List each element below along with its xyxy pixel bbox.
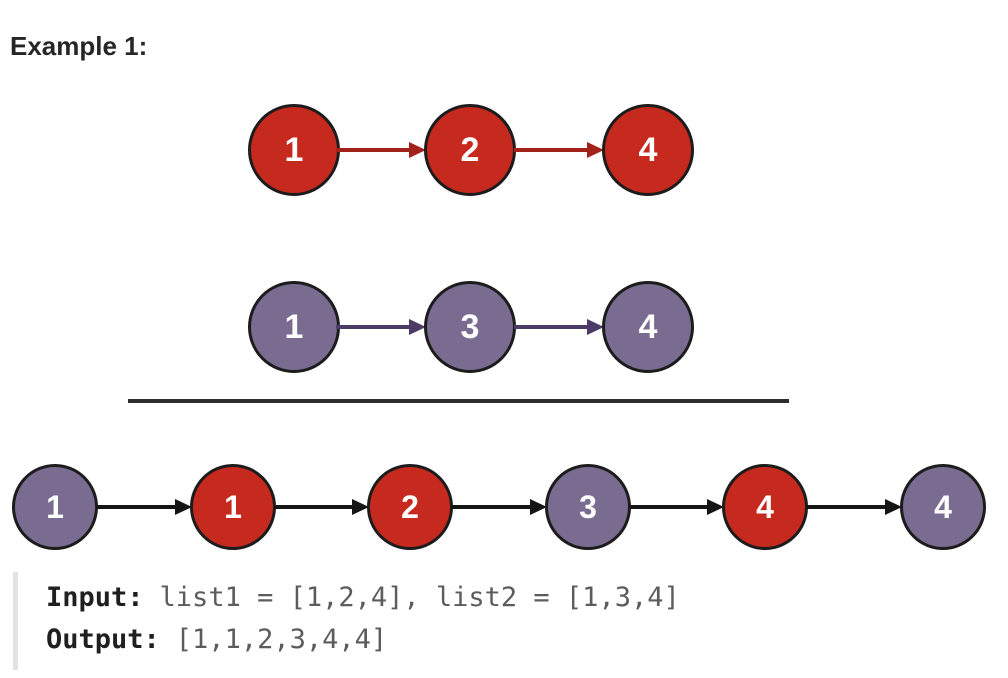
example-heading: Example 1:	[10, 31, 148, 61]
arrow-shaft	[806, 505, 889, 509]
list1-node-3: 4	[602, 104, 694, 196]
arrow-shaft	[96, 505, 179, 509]
list2-node-2: 3	[424, 281, 516, 373]
arrow-shaft	[336, 148, 413, 152]
arrowhead-icon	[587, 319, 604, 335]
arrowhead-icon	[175, 499, 192, 515]
arrowhead-icon	[530, 499, 547, 515]
io-block: Input: list1 = [1,2,4], list2 = [1,3,4] O…	[13, 572, 1004, 670]
arrowhead-icon	[352, 499, 369, 515]
output-label: Output:	[46, 624, 160, 655]
input-label: Input:	[46, 582, 144, 613]
arrow-icon	[96, 498, 192, 516]
input-value: list1 = [1,2,4], list2 = [1,3,4]	[159, 582, 680, 613]
merged-node-3: 2	[367, 464, 453, 550]
arrowhead-icon	[587, 142, 604, 158]
list1-node-1: 1	[248, 104, 340, 196]
arrow-icon	[806, 498, 902, 516]
merged-node-1: 1	[12, 464, 98, 550]
arrow-icon	[336, 141, 426, 159]
arrow-shaft	[274, 505, 356, 509]
arrow-shaft	[451, 505, 534, 509]
output-value: [1,1,2,3,4,4]	[175, 624, 388, 655]
list2-node-1: 1	[248, 281, 340, 373]
input-line: Input: list1 = [1,2,4], list2 = [1,3,4]	[46, 577, 1004, 619]
arrowhead-icon	[409, 142, 426, 158]
arrow-shaft	[514, 148, 591, 152]
arrowhead-icon	[409, 319, 426, 335]
output-line: Output: [1,1,2,3,4,4]	[46, 619, 1004, 661]
arrow-icon	[629, 498, 724, 516]
merged-node-5: 4	[722, 464, 808, 550]
arrow-icon	[274, 498, 369, 516]
merged-node-4: 3	[545, 464, 631, 550]
arrow-shaft	[629, 505, 711, 509]
arrow-icon	[336, 318, 426, 336]
arrowhead-icon	[707, 499, 724, 515]
arrow-icon	[514, 318, 604, 336]
arrow-shaft	[514, 325, 591, 329]
list1-node-2: 2	[424, 104, 516, 196]
arrow-shaft	[336, 325, 413, 329]
merged-node-2: 1	[190, 464, 276, 550]
list2-node-3: 4	[602, 281, 694, 373]
arrow-icon	[451, 498, 547, 516]
separator-line	[128, 399, 789, 403]
merged-node-6: 4	[900, 464, 986, 550]
arrow-icon	[514, 141, 604, 159]
arrowhead-icon	[885, 499, 902, 515]
